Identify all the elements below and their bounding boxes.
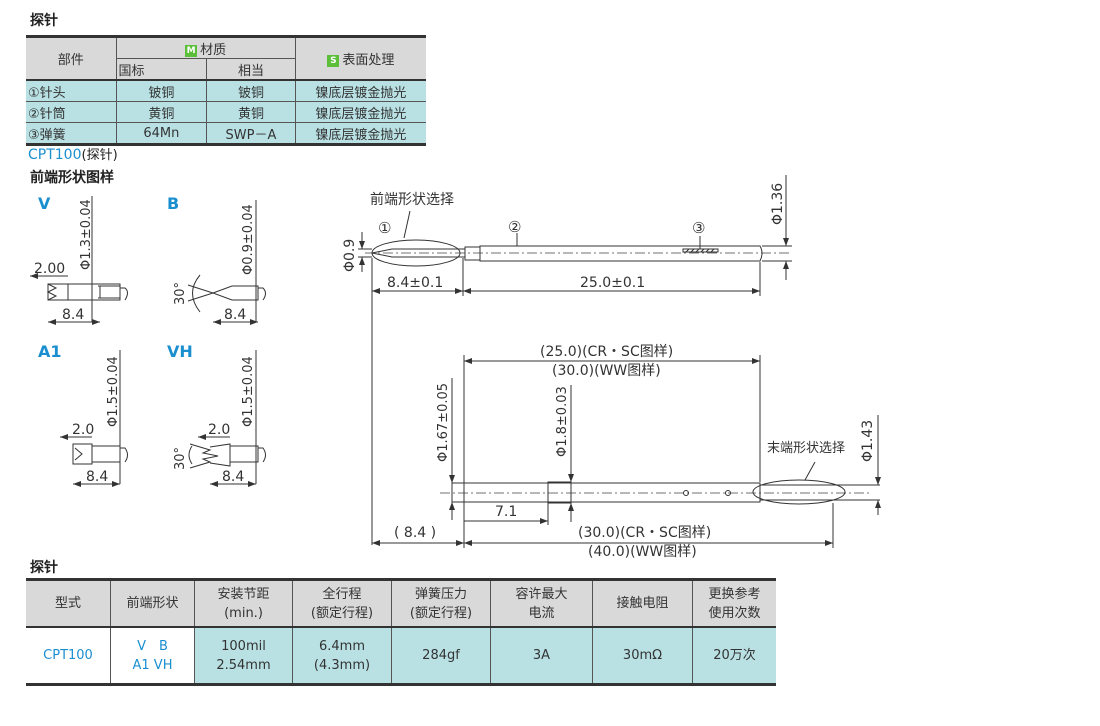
tip-v-len1: 2.00 bbox=[34, 261, 65, 277]
cell-tip-shapes: V B A1 VH bbox=[110, 626, 195, 685]
len-tip: 8.4±0.1 bbox=[387, 275, 443, 291]
header-resistance: 接触电阻 bbox=[592, 579, 693, 628]
header-tip-shape: 前端形状 bbox=[110, 579, 195, 628]
stroke-line2: (4.3mm) bbox=[313, 657, 371, 673]
len-cr-sc-top: (25.0)(CR・SC图样) bbox=[540, 344, 673, 360]
cell-resistance: 30mΩ bbox=[592, 626, 693, 685]
header-model: 型式 bbox=[26, 579, 111, 628]
tip-v-dia: Φ1.3±0.04 bbox=[79, 199, 94, 270]
pitch-line2: 2.54mm bbox=[216, 657, 271, 673]
len-barrel: 25.0±0.1 bbox=[580, 275, 645, 291]
tail-select-ellipse bbox=[752, 479, 846, 505]
tip-v-label: V bbox=[38, 194, 51, 213]
tip-vh-len2: 8.4 bbox=[222, 469, 244, 485]
tip-v-len2: 8.4 bbox=[62, 307, 84, 323]
tip-select-ellipse bbox=[371, 239, 461, 267]
callout-1: ① bbox=[378, 219, 391, 237]
tip-b-dia: Φ0.9±0.04 bbox=[241, 204, 256, 275]
table-row: ③弹簧 64Mn SWP－A 镍底层镀金抛光 bbox=[26, 122, 426, 145]
cell-model: CPT100 bbox=[26, 626, 111, 685]
cell-life: 20万次 bbox=[692, 626, 776, 685]
dia-1: Φ1.67±0.05 bbox=[436, 383, 451, 462]
cell-surface: 镍底层镀金抛光 bbox=[294, 122, 426, 145]
socket-drawing: 末端形状选择 (25.0)(CR・SC图样) (30.0)(WW图样) Φ1.6… bbox=[372, 344, 881, 560]
tip-a1-label: A1 bbox=[38, 342, 62, 361]
header-surface-label: 表面处理 bbox=[342, 53, 395, 68]
header-material-label: 材质 bbox=[200, 42, 227, 58]
cell-surface: 镍底层镀金抛光 bbox=[294, 101, 426, 123]
tip-shape-a1: A1 2.0 8.4 Φ1.5±0.04 bbox=[38, 342, 128, 487]
len-ww-bottom: (40.0)(WW图样) bbox=[588, 544, 697, 560]
tip-vh-label: VH bbox=[167, 342, 193, 361]
tip-a1-len1: 2.0 bbox=[72, 422, 94, 438]
header-force: 弹簧压力 (额定行程) bbox=[391, 579, 491, 628]
header-life: 更换参考 使用次数 bbox=[692, 579, 776, 628]
dia-2: Φ1.8±0.03 bbox=[555, 386, 570, 457]
spec-table: 型式 前端形状 安装节距 (min.) 全行程 (额定行程) 弹簧压力 (额定行… bbox=[26, 578, 776, 686]
model-caption: CPT100(探针) bbox=[28, 144, 118, 163]
cell-stroke: 6.4mm (4.3mm) bbox=[292, 626, 392, 685]
len-ww-top: (30.0)(WW图样) bbox=[552, 363, 661, 379]
dia-3: Φ1.43 bbox=[860, 420, 876, 462]
cell-gb: 64Mn bbox=[115, 122, 208, 145]
table-row: ②针筒 黄铜 黄铜 镍底层镀金抛光 bbox=[26, 101, 426, 123]
stroke-line1: 6.4mm bbox=[318, 638, 365, 654]
tip-shapes-title: 前端形状图样 bbox=[30, 170, 114, 186]
header-current: 容许最大 电流 bbox=[490, 579, 593, 628]
tip-a1-dia: Φ1.5±0.04 bbox=[106, 356, 121, 427]
tip-shape-b: B 30° 8.4 Φ0.9±0.04 bbox=[167, 194, 266, 325]
model-name: CPT100 bbox=[28, 147, 82, 163]
len-collar: 7.1 bbox=[495, 504, 517, 520]
tip-vh-len1: 2.0 bbox=[208, 422, 230, 438]
cell-equiv: SWP－A bbox=[206, 122, 296, 145]
tip-b-len2: 8.4 bbox=[224, 307, 246, 323]
header-stroke: 全行程 (额定行程) bbox=[292, 579, 392, 628]
tip-vh-angle: 30° bbox=[173, 447, 188, 470]
spec-title: 探针 bbox=[30, 560, 58, 576]
header-pitch: 安装节距 (min.) bbox=[194, 579, 293, 628]
tip-shape-v: V 2.00 8.4 Φ1.3±0.04 bbox=[30, 194, 128, 325]
table-row: ①针头 铍铜 铍铜 镍底层镀金抛光 bbox=[26, 79, 426, 102]
tip-dia: Φ0.9 bbox=[342, 239, 358, 272]
tail-select-label: 末端形状选择 bbox=[767, 441, 845, 456]
spec-header-row: 型式 前端形状 安装节距 (min.) 全行程 (额定行程) 弹簧压力 (额定行… bbox=[26, 579, 776, 628]
table-row: CPT100 V B A1 VH 100mil 2.54mm 6.4mm (4.3mm… bbox=[26, 626, 776, 685]
tip-b-label: B bbox=[167, 194, 179, 213]
cell-part: ①针头 bbox=[26, 79, 117, 102]
len-tip-ref: ( 8.4 ) bbox=[394, 525, 436, 541]
material-badge: M bbox=[185, 44, 198, 57]
tip-select-label: 前端形状选择 bbox=[370, 191, 454, 208]
tip-shape-vh: VH 30° 2.0 8.4 Φ1.5±0.04 bbox=[167, 342, 266, 487]
shapes-line2: A1 VH bbox=[132, 657, 173, 673]
tip-a1-len2: 8.4 bbox=[86, 469, 108, 485]
len-cr-sc-bottom: (30.0)(CR・SC图样) bbox=[578, 525, 711, 541]
cell-force: 284gf bbox=[391, 626, 491, 685]
callout-2: ② bbox=[508, 218, 521, 236]
tip-b-angle: 30° bbox=[173, 282, 188, 305]
cell-surface: 镍底层镀金抛光 bbox=[294, 79, 426, 102]
model-suffix: (探针) bbox=[81, 148, 118, 163]
cell-part: ③弹簧 bbox=[26, 122, 117, 145]
callout-3: ③ bbox=[692, 219, 705, 237]
barrel-dia: Φ1.36 bbox=[770, 183, 786, 225]
cell-gb: 黄铜 bbox=[115, 101, 208, 123]
probe-main-drawing: 前端形状选择 ① ② ③ Φ0.9 Φ1.36 8.4±0.1 25.0±0.1 bbox=[342, 175, 792, 545]
cell-pitch: 100mil 2.54mm bbox=[194, 626, 293, 685]
surface-badge: S bbox=[327, 55, 340, 67]
cell-current: 3A bbox=[490, 626, 593, 685]
materials-title: 探针 bbox=[30, 13, 58, 29]
tip-vh-dia: Φ1.5±0.04 bbox=[241, 356, 256, 427]
pitch-line1: 100mil bbox=[221, 638, 266, 654]
shapes-line1: V B bbox=[137, 638, 168, 654]
